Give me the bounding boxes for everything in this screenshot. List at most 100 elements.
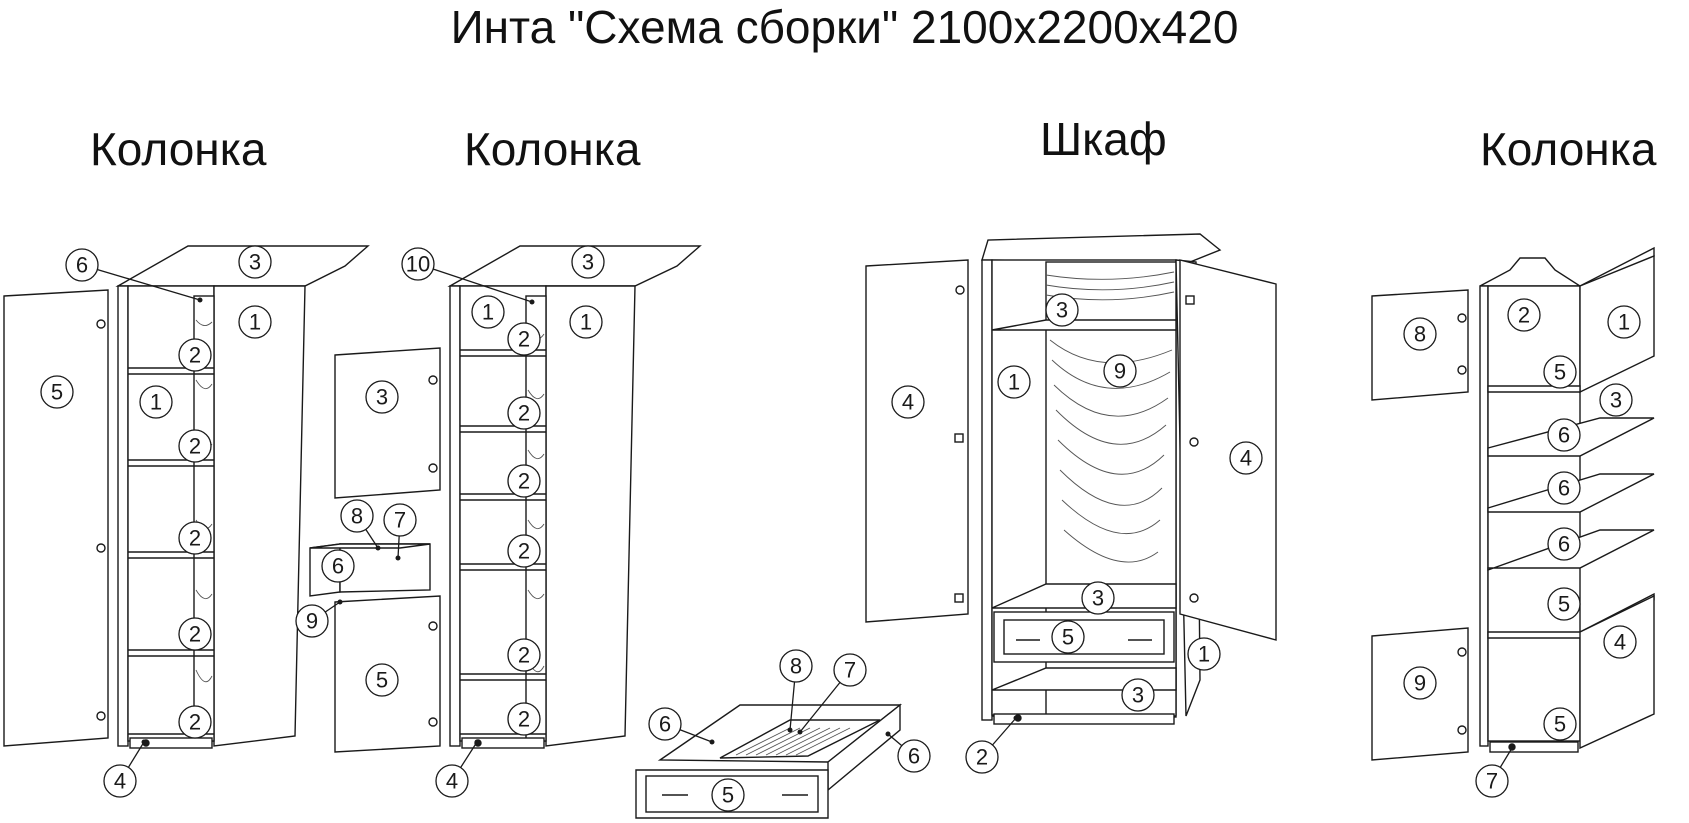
callout-c1-6: 2 xyxy=(178,338,212,372)
svg-text:2: 2 xyxy=(518,327,530,352)
svg-text:2: 2 xyxy=(189,434,201,459)
callout-c4-3: 1 xyxy=(1607,305,1641,339)
svg-text:5: 5 xyxy=(1554,712,1566,737)
svg-text:5: 5 xyxy=(51,380,63,405)
svg-text:2: 2 xyxy=(518,401,530,426)
svg-text:5: 5 xyxy=(1558,592,1570,617)
svg-text:1: 1 xyxy=(580,310,592,335)
callout-wardrobe-9: 3 xyxy=(1121,678,1155,712)
callout-c1-8: 2 xyxy=(178,521,212,555)
svg-text:1: 1 xyxy=(1198,642,1210,667)
callout-drawer-3: 6 xyxy=(648,707,715,745)
callout-c4-2: 2 xyxy=(1507,298,1541,332)
wardrobe-top xyxy=(981,233,1222,263)
svg-text:6: 6 xyxy=(76,253,88,278)
svg-text:6: 6 xyxy=(1558,423,1570,448)
callout-c1-11: 4 xyxy=(103,739,147,798)
svg-text:8: 8 xyxy=(1414,322,1426,347)
svg-text:3: 3 xyxy=(582,250,594,275)
callout-c2-16: 5 xyxy=(365,663,399,697)
callout-c2-11: 4 xyxy=(435,739,480,798)
callout-wardrobe-1: 4 xyxy=(891,385,925,419)
svg-text:8: 8 xyxy=(351,504,363,529)
callout-wardrobe-7: 5 xyxy=(1051,620,1085,654)
callout-c4-9: 5 xyxy=(1547,587,1581,621)
callout-wardrobe-6: 3 xyxy=(1081,581,1115,615)
svg-text:3: 3 xyxy=(1132,683,1144,708)
svg-text:6: 6 xyxy=(908,744,920,769)
callout-wardrobe-4: 9 xyxy=(1103,354,1137,388)
callout-c1-2: 3 xyxy=(238,245,272,279)
column-4-top xyxy=(1479,257,1583,287)
callout-c1-7: 2 xyxy=(178,429,212,463)
svg-text:2: 2 xyxy=(518,539,530,564)
callout-c4-8: 6 xyxy=(1547,527,1581,561)
svg-text:2: 2 xyxy=(189,343,201,368)
page-title: Инта "Схема сборки" 2100x2200x420 xyxy=(450,1,1239,53)
svg-text:3: 3 xyxy=(249,250,261,275)
callout-c2-14: 6 xyxy=(321,549,355,583)
svg-text:2: 2 xyxy=(1518,303,1530,328)
callout-wardrobe-10: 2 xyxy=(965,715,1019,774)
svg-text:6: 6 xyxy=(1558,532,1570,557)
svg-text:2: 2 xyxy=(518,643,530,668)
column-2-side xyxy=(545,285,636,747)
svg-text:4: 4 xyxy=(902,390,914,415)
callout-c2-10: 2 xyxy=(507,702,541,736)
heading-column-1: Колонка xyxy=(90,123,267,175)
callout-c1-1: 6 xyxy=(65,248,203,303)
svg-text:9: 9 xyxy=(306,609,318,634)
svg-text:8: 8 xyxy=(790,654,802,679)
callout-c4-4: 5 xyxy=(1543,355,1577,389)
callout-wardrobe-2: 3 xyxy=(1045,293,1079,327)
svg-text:4: 4 xyxy=(446,769,458,794)
column-2-upper-door xyxy=(334,347,441,499)
svg-text:10: 10 xyxy=(406,252,430,277)
svg-text:7: 7 xyxy=(394,508,406,533)
callout-c2-17: 3 xyxy=(365,380,399,414)
svg-text:5: 5 xyxy=(1062,625,1074,650)
svg-text:1: 1 xyxy=(1008,370,1020,395)
svg-text:6: 6 xyxy=(1558,476,1570,501)
svg-text:2: 2 xyxy=(518,469,530,494)
callout-c2-12: 8 xyxy=(340,499,381,551)
svg-text:5: 5 xyxy=(1554,360,1566,385)
svg-text:5: 5 xyxy=(722,783,734,808)
callout-c2-9: 2 xyxy=(507,638,541,672)
callout-c2-3: 1 xyxy=(471,295,505,329)
svg-text:9: 9 xyxy=(1114,359,1126,384)
svg-text:3: 3 xyxy=(1610,388,1622,413)
svg-text:1: 1 xyxy=(1618,310,1630,335)
svg-text:1: 1 xyxy=(150,390,162,415)
svg-text:2: 2 xyxy=(976,745,988,770)
callout-wardrobe-5: 4 xyxy=(1229,441,1263,475)
callout-c1-3: 1 xyxy=(238,305,272,339)
callout-c2-15: 9 xyxy=(295,599,343,638)
heading-column-2: Колонка xyxy=(464,123,641,175)
callout-c4-10: 4 xyxy=(1603,625,1637,659)
callout-wardrobe-3: 1 xyxy=(997,365,1031,399)
callout-drawer-4: 6 xyxy=(885,731,931,773)
svg-text:4: 4 xyxy=(1240,446,1252,471)
callout-c2-13: 7 xyxy=(383,503,417,561)
callout-c4-7: 6 xyxy=(1547,471,1581,505)
callout-drawer-1: 8 xyxy=(779,649,813,733)
callout-c4-12: 5 xyxy=(1543,707,1577,741)
callout-c1-10: 2 xyxy=(178,705,212,739)
heading-wardrobe: Шкаф xyxy=(1040,113,1167,165)
svg-text:1: 1 xyxy=(482,300,494,325)
callout-c2-7: 2 xyxy=(507,464,541,498)
wardrobe-right-door xyxy=(1179,259,1277,641)
svg-text:1: 1 xyxy=(249,310,261,335)
svg-text:5: 5 xyxy=(376,668,388,693)
callout-c4-13: 7 xyxy=(1475,745,1515,798)
callout-c2-5: 2 xyxy=(507,322,541,356)
callout-c2-6: 2 xyxy=(507,396,541,430)
svg-text:3: 3 xyxy=(1056,298,1068,323)
svg-text:4: 4 xyxy=(114,769,126,794)
column-1-door xyxy=(3,289,109,747)
callout-c2-8: 2 xyxy=(507,534,541,568)
svg-text:4: 4 xyxy=(1614,630,1626,655)
